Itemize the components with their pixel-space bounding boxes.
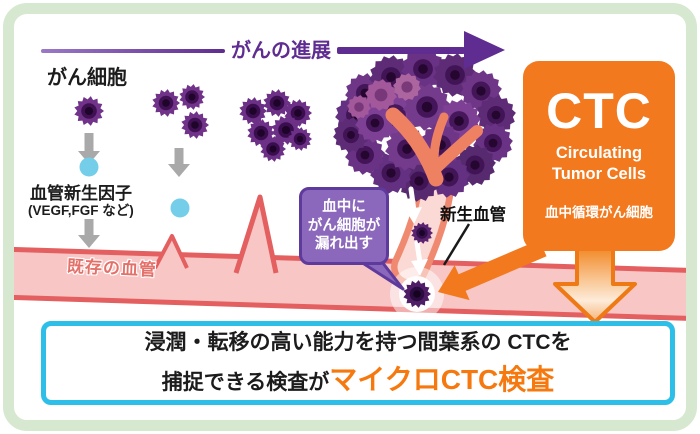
flow-arrow-icon xyxy=(405,186,428,276)
pointer-arrow-to-cell-icon xyxy=(438,239,547,301)
ctc-info-box: CTC Circulating Tumor Cells 血中循環がん細胞 xyxy=(523,61,675,251)
cancer-cell-progression-illustration xyxy=(74,84,312,162)
progress-arrowhead-icon xyxy=(464,31,505,69)
ctc-acronym: CTC xyxy=(546,83,652,139)
angiogenesis-factor-dot xyxy=(79,157,99,177)
angiogenesis-factor-dot xyxy=(170,198,190,218)
down-arrow-icon xyxy=(78,133,190,248)
new-vessel-pointer-line xyxy=(442,223,471,266)
tumor-mass-illustration xyxy=(333,47,516,202)
ctc-full-name: Circulating Tumor Cells xyxy=(551,144,647,183)
conclusion-line2: 捕捉できる検査が マイクロCTC検査 xyxy=(162,358,555,398)
down-arrow-to-conclusion-icon xyxy=(553,243,637,324)
micro-ctc-test-highlight: マイクロCTC検査 xyxy=(329,364,555,395)
conclusion-line1: 浸潤・転移の高い能力を持つ間葉系の CTCを xyxy=(144,331,572,354)
progress-arrow-line xyxy=(41,49,225,53)
progress-arrow-label: がんの進展 xyxy=(231,40,331,62)
progress-arrow-line xyxy=(337,47,465,54)
ctc-cell-illustration xyxy=(403,222,433,308)
new-vessel-label: 新生血管 xyxy=(440,206,506,224)
conclusion-line2-prefix: 捕捉できる検査が xyxy=(161,371,330,394)
diagram-illustration xyxy=(3,47,697,324)
existing-vessel-illustration xyxy=(3,194,697,322)
diagram-canvas: がんの進展 がん細胞 血管新生因子 (VEGF,FGF など) 既存の血管 新生… xyxy=(3,3,697,431)
angiogenesis-factor-label: 血管新生因子 xyxy=(30,184,132,203)
leak-callout-bubble: 血中に がん細胞が 漏れ出す xyxy=(299,187,389,265)
leak-callout-line: がん細胞が xyxy=(307,217,381,234)
angiogenesis-factor-sublabel: (VEGF,FGF など) xyxy=(28,203,134,218)
leak-callout-line: 漏れ出す xyxy=(315,236,373,253)
conclusion-box: 浸潤・転移の高い能力を持つ間葉系の CTCを 捕捉できる検査が マイクロCTC検… xyxy=(41,321,675,405)
cancer-cell-label: がん細胞 xyxy=(47,67,127,89)
new-vessel-branches-illustration xyxy=(385,107,483,187)
ctc-japanese-name: 血中循環がん細胞 xyxy=(545,205,653,220)
leak-callout-line: 血中に xyxy=(322,199,366,216)
